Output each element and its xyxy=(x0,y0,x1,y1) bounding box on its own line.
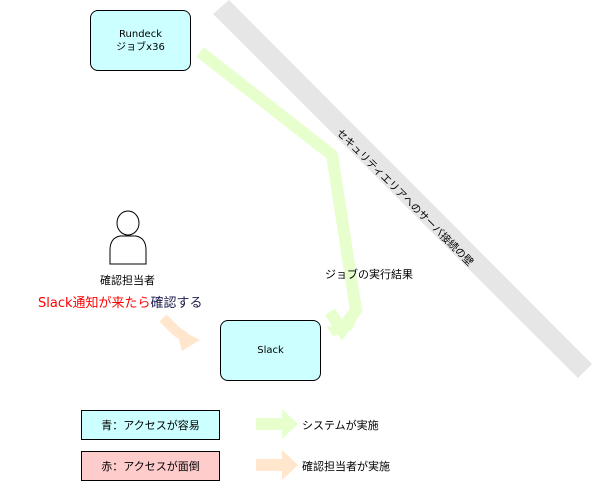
slack-label: Slack xyxy=(257,345,284,356)
job-result-arrow-head xyxy=(327,302,362,336)
legend-orange-label: 確認担当者が実施 xyxy=(302,460,390,473)
rundeck-jobs-count: ジョブx36 xyxy=(116,41,165,53)
person-action-red: Slack通知が来たら xyxy=(38,296,151,311)
legend-green-label: システムが実施 xyxy=(302,419,379,432)
job-result-label: ジョブの実行結果 xyxy=(325,268,413,281)
person-action-text: Slack通知が来たら確認する xyxy=(38,292,203,311)
person-action-dark: 確認する xyxy=(150,296,203,311)
legend-orange-arrow-icon xyxy=(256,450,298,480)
person-label: 確認担当者 xyxy=(100,274,155,287)
security-wall xyxy=(213,0,592,378)
legend-blue-box: 青：アクセスが容易 xyxy=(81,410,220,440)
legend-red-box: 赤：アクセスが面倒 xyxy=(81,451,220,481)
legend-green-arrow-icon xyxy=(256,409,298,439)
slack-node[interactable]: Slack xyxy=(220,320,321,381)
person-to-slack-arrow-head xyxy=(176,328,200,351)
person-icon xyxy=(109,210,147,265)
rundeck-node[interactable]: Rundeck ジョブx36 xyxy=(90,10,191,71)
job-result-arrow xyxy=(196,47,363,341)
rundeck-title: Rundeck xyxy=(119,28,162,40)
